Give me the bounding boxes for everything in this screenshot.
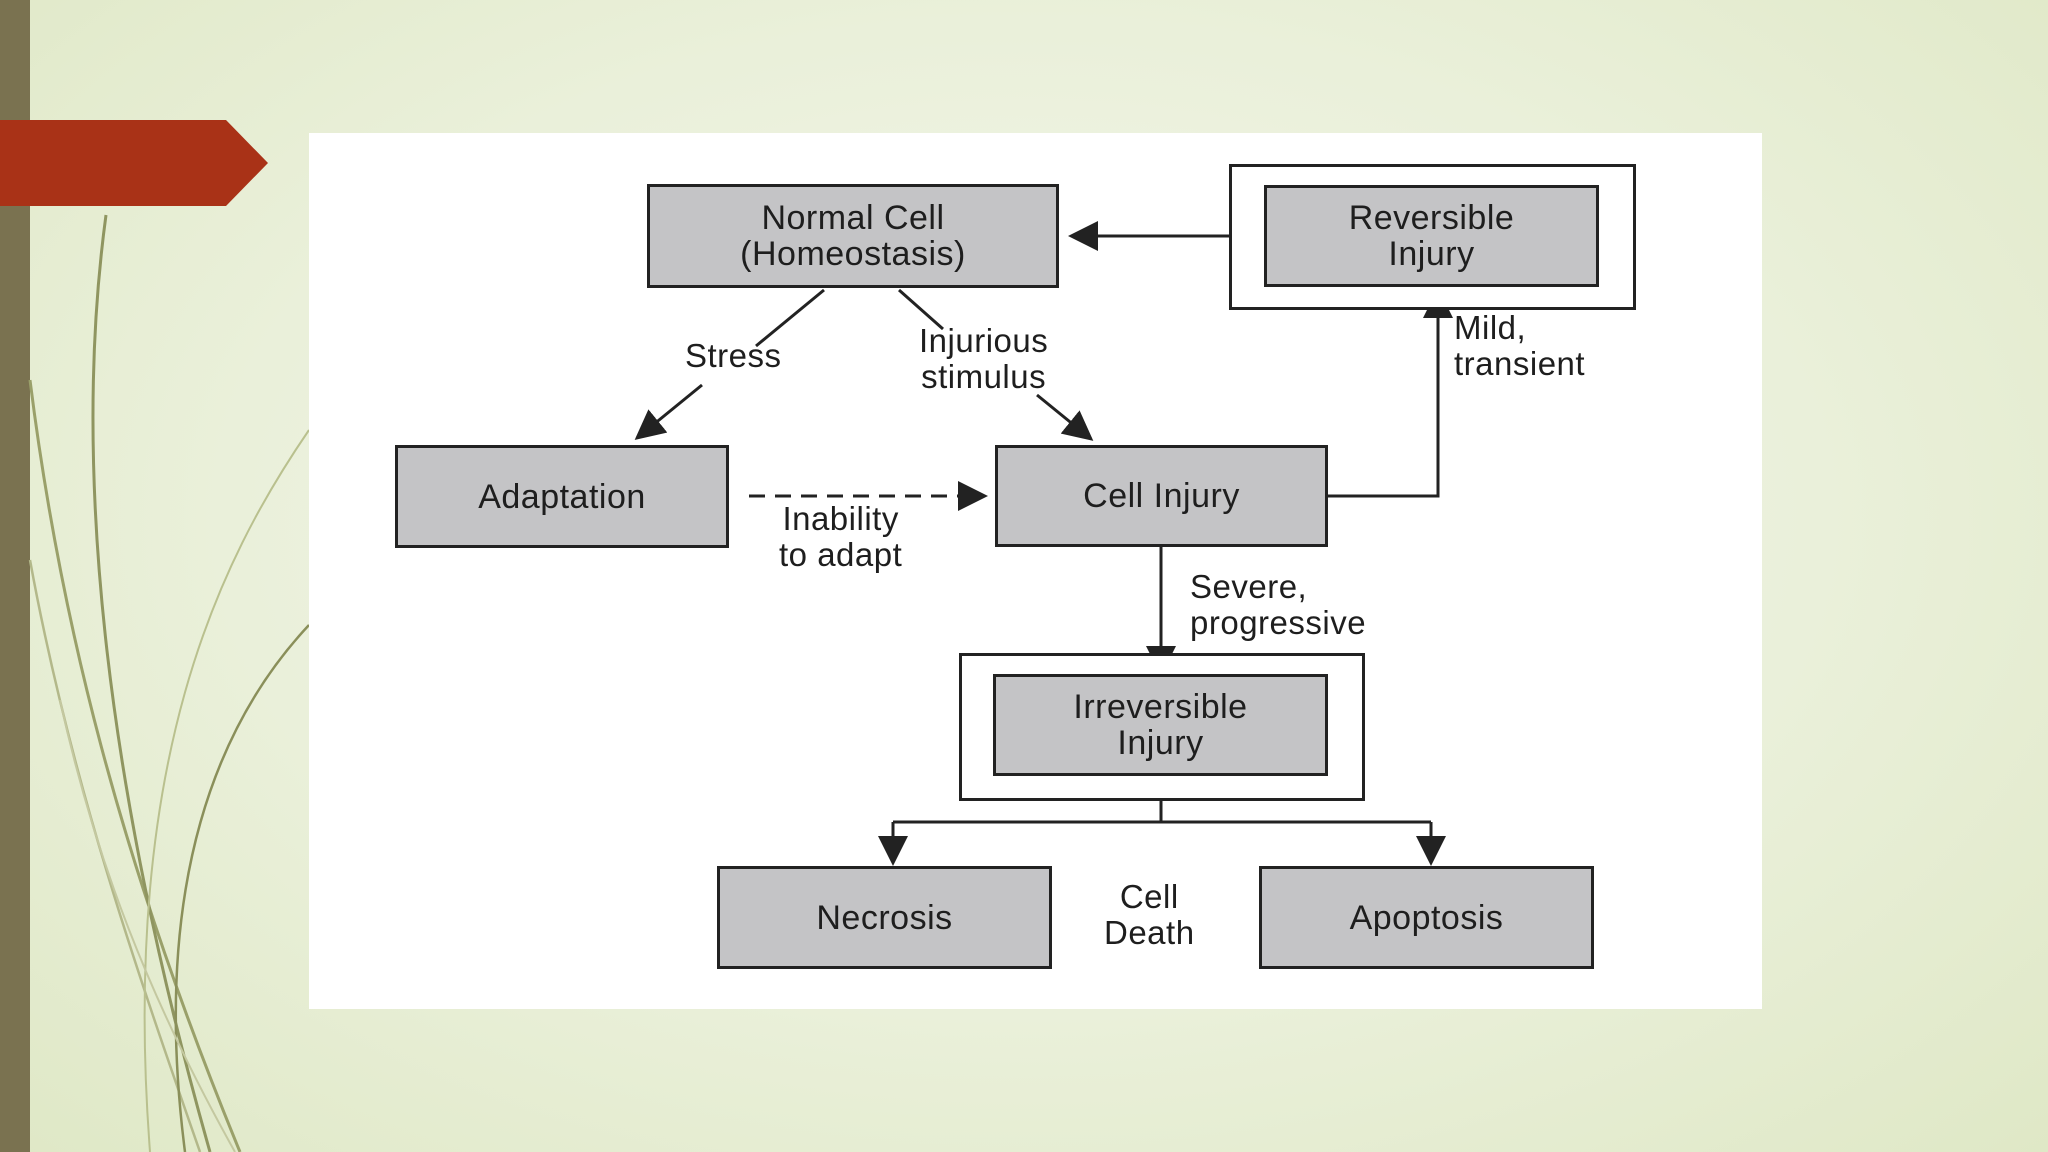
necrosis-box: Necrosis: [717, 866, 1052, 969]
stress-label: Stress: [685, 337, 782, 374]
arrow-injurious-to-cell-injury: [1036, 393, 1094, 441]
diagram-panel: Normal Cell (Homeostasis) Reversible Inj…: [309, 133, 1762, 1009]
reversible-injury-box: Reversible Injury: [1264, 185, 1599, 287]
arrow-stress-to-adaptation: [634, 383, 703, 440]
injurious-stimulus-label: Injurious stimulus: [919, 322, 1049, 395]
line-normal-to-stress: [755, 288, 825, 348]
apoptosis-box: Apoptosis: [1259, 866, 1594, 969]
decorative-curves: [28, 214, 310, 1152]
normal-cell-box: Normal Cell (Homeostasis): [647, 184, 1059, 288]
flow-connectors: [634, 221, 1453, 866]
inability-to-adapt-label: Inability to adapt: [779, 500, 903, 573]
irreversible-injury-box: Irreversible Injury: [993, 674, 1328, 776]
cell-death-label: Cell Death: [1104, 878, 1195, 951]
arrow-mild-transient: [1328, 288, 1453, 498]
severe-progressive-label: Severe, progressive: [1190, 568, 1367, 641]
adaptation-box: Adaptation: [395, 445, 729, 548]
line-normal-to-injurious: [898, 288, 944, 331]
cell-injury-box: Cell Injury: [995, 445, 1328, 547]
mild-transient-label: Mild, transient: [1454, 309, 1586, 382]
slide-marker-arrow: [0, 120, 268, 206]
